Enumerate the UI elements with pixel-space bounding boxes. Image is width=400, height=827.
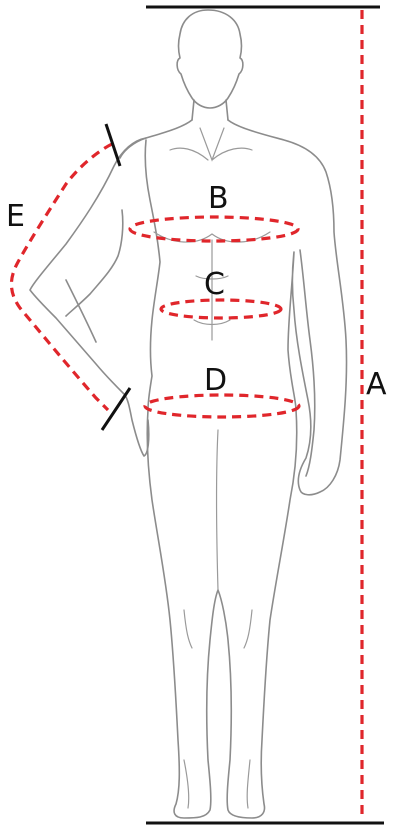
measure-d-hip-ellipse: [145, 395, 299, 417]
label-d: D: [204, 363, 227, 398]
label-e: E: [6, 199, 25, 234]
figure-left-arm: [30, 138, 149, 456]
figure-chest-detail: [154, 128, 270, 340]
figure-right-arm: [300, 250, 315, 476]
figure-body: [120, 120, 347, 818]
figure-leg-detail: [184, 430, 252, 808]
label-a: A: [366, 367, 387, 402]
label-b: B: [208, 181, 229, 216]
figure-head: [177, 10, 243, 108]
measure-e-arm-line: [11, 144, 112, 410]
measure-c-waist-ellipse: [161, 300, 281, 318]
label-c: C: [204, 267, 225, 302]
human-figure: [30, 10, 347, 818]
